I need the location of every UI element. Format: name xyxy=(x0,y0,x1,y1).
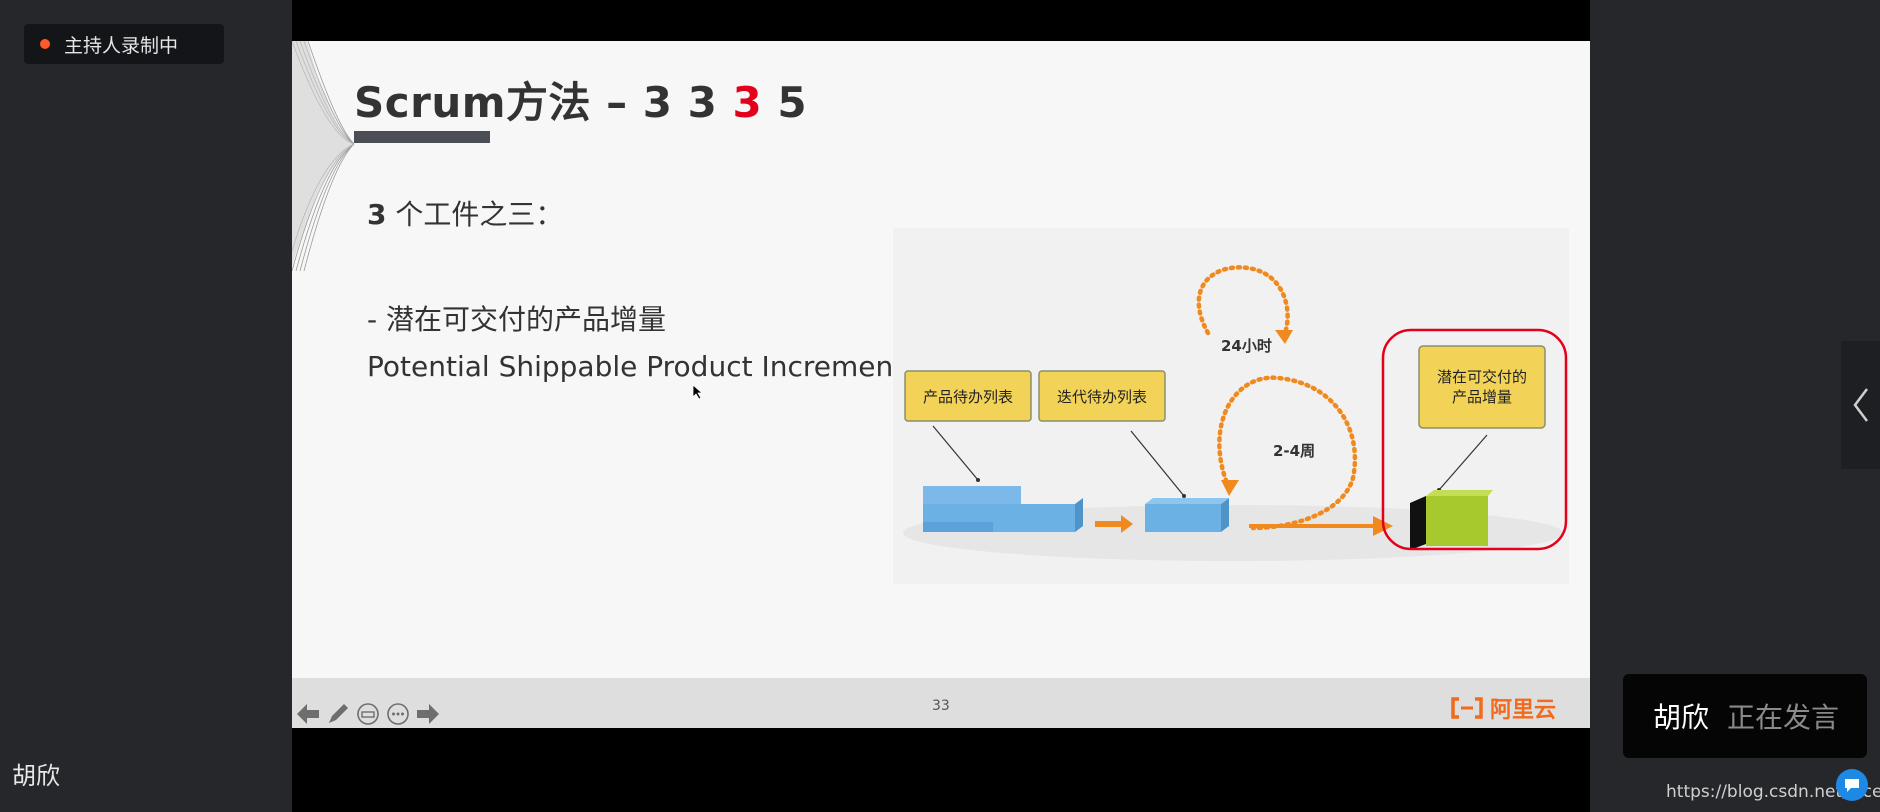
arrow-left-icon xyxy=(297,704,319,724)
slide: Scrum方法 – 3 3 3 5 3 个工件之三： - 潜在可交付的产品增量 … xyxy=(292,41,1590,720)
bullet-english: Potential Shippable Product Incremental xyxy=(367,350,930,383)
subtitle-number: 3 xyxy=(367,198,387,231)
scrum-diagram: 产品待办列表 迭代待办列表 xyxy=(893,228,1569,584)
more-icon xyxy=(387,703,409,725)
chat-icon xyxy=(1845,779,1859,792)
slide-title: Scrum方法 – 3 3 3 5 xyxy=(354,69,807,130)
title-suffix: 5 xyxy=(762,78,808,127)
sprint-backlog-block xyxy=(1145,498,1229,532)
recording-badge: 主持人录制中 xyxy=(24,24,224,64)
aliyun-bracket-icon xyxy=(1451,697,1483,719)
sprint-loop xyxy=(1217,375,1358,531)
chat-button[interactable] xyxy=(1836,769,1868,801)
increment-cube xyxy=(1410,490,1493,550)
bullet-chinese: - 潜在可交付的产品增量 xyxy=(367,303,667,336)
title-text: Scrum方法 – 3 3 xyxy=(354,78,733,127)
more-options-button[interactable] xyxy=(386,702,410,726)
product-backlog-box: 产品待办列表 xyxy=(904,370,1032,422)
arrow-icon xyxy=(1095,515,1133,533)
product-backlog-label: 产品待办列表 xyxy=(923,388,1013,406)
speaker-status: 正在发言 xyxy=(1727,701,1840,734)
speaker-name: 胡欣 xyxy=(1653,701,1710,734)
slide-decoration xyxy=(292,41,355,271)
pen-tool-button[interactable] xyxy=(326,702,350,726)
mouse-cursor-icon xyxy=(692,384,704,400)
slide-footer xyxy=(292,678,1590,728)
sprint-label: 2-4周 xyxy=(1273,442,1315,460)
pen-icon xyxy=(329,704,348,723)
product-backlog-blocks xyxy=(923,486,1083,532)
recording-dot-icon xyxy=(40,39,50,49)
page-number: 33 xyxy=(932,698,950,714)
increment-label-line1: 潜在可交付的 xyxy=(1437,368,1527,386)
next-slide-button[interactable] xyxy=(416,702,440,726)
collapse-panel-button[interactable] xyxy=(1841,341,1880,469)
recording-label: 主持人录制中 xyxy=(64,34,179,57)
title-highlight: 3 xyxy=(732,78,763,127)
increment-box: 潜在可交付的 产品增量 xyxy=(1418,345,1546,429)
arrow-right-icon xyxy=(417,704,439,724)
increment-label-line2: 产品增量 xyxy=(1452,388,1512,406)
subtitle-icon xyxy=(357,703,379,725)
subtitles-button[interactable] xyxy=(356,702,380,726)
subtitle-text: 个工件之三： xyxy=(386,198,564,231)
long-arrow-icon xyxy=(1249,516,1393,536)
logo-text: 阿里云 xyxy=(1490,698,1557,723)
slide-subtitle: 3 个工件之三： xyxy=(367,193,563,233)
presenter-name: 胡欣 xyxy=(12,762,60,790)
daily-label: 24小时 xyxy=(1221,337,1272,355)
aliyun-logo: 阿里云 xyxy=(1450,692,1556,724)
sprint-backlog-box: 迭代待办列表 xyxy=(1038,370,1166,422)
chevron-left-icon xyxy=(1852,388,1868,422)
highlight-outline xyxy=(1381,328,1568,551)
presentation-stage: Scrum方法 – 3 3 3 5 3 个工件之三： - 潜在可交付的产品增量 … xyxy=(292,0,1590,812)
daily-loop xyxy=(1196,265,1290,336)
sprint-backlog-label: 迭代待办列表 xyxy=(1057,388,1147,406)
active-speaker-panel: 胡欣 正在发言 xyxy=(1623,674,1867,758)
watermark-url: https://blog.csdn.net/vicen-ian xyxy=(1666,782,1880,802)
previous-slide-button[interactable] xyxy=(296,702,320,726)
slide-controls xyxy=(296,702,440,726)
title-underline xyxy=(354,131,490,143)
